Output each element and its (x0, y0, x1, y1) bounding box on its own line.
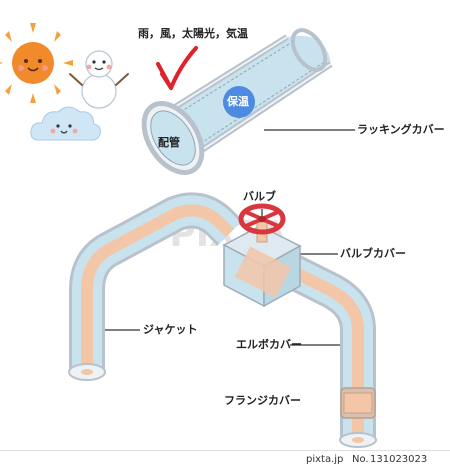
cloud-icon (30, 106, 101, 141)
weather-arrow (156, 46, 198, 90)
insulation-label: 保温 (227, 95, 249, 108)
lagging-cover-label: ラッキングカバー (357, 123, 445, 136)
weather-label: 雨，風，太陽光，気温 (138, 27, 248, 40)
flange-cover-label: フランジカバー (224, 394, 301, 407)
elbow-cover-label: エルボカバー (236, 338, 302, 351)
valve-cover-label: バルブカバー (340, 247, 406, 260)
insulation-badge (223, 86, 255, 118)
sun-icon (0, 23, 73, 103)
valve-label: バルブ (243, 190, 276, 203)
jacket-label: ジャケット (143, 323, 198, 336)
pipe-system (68, 192, 377, 448)
footer-site: pixta.jp (306, 454, 344, 465)
valve-wheel-icon (238, 203, 286, 235)
footer-bar: pixta.jp No. 131023023 (0, 450, 450, 469)
footer-id-label: No. (352, 454, 369, 465)
snowman-icon (69, 50, 129, 109)
footer-id: 131023023 (370, 454, 428, 465)
pipe-label: 配管 (158, 136, 180, 149)
